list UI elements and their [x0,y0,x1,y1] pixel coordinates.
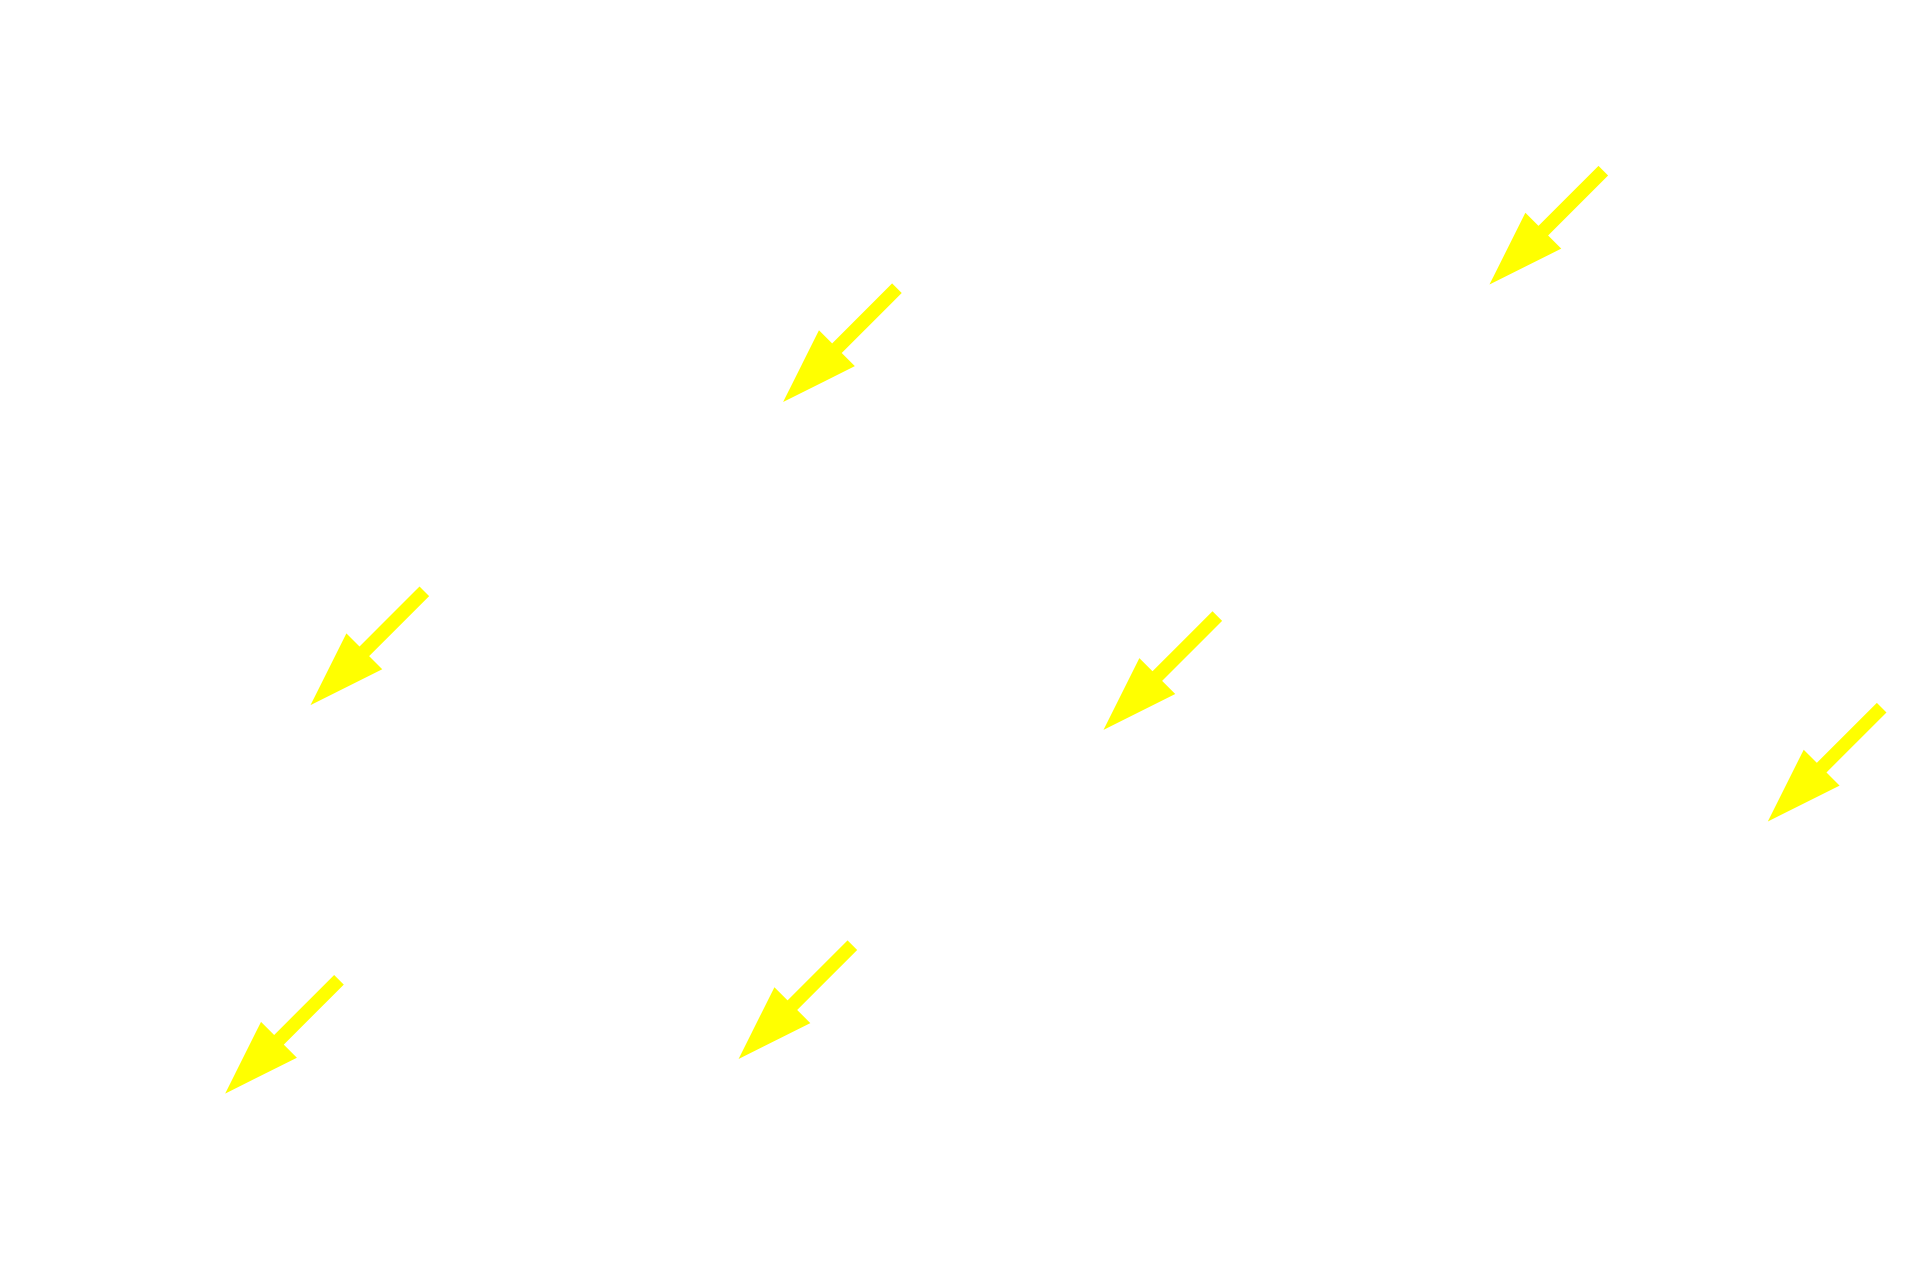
arrow-shaft [775,940,858,1022]
arrow-shaft [347,586,430,668]
arrow-down-left-icon [738,940,858,1059]
arrow-head [1103,658,1176,730]
arrow-down-left-icon [1103,611,1223,730]
arrow-shaft [1526,165,1609,248]
arrow-head [738,987,811,1059]
arrow-shaft [262,974,344,1057]
arrow-head [783,330,855,403]
arrow-head [1767,749,1840,822]
arrow-head [1489,212,1562,285]
arrow-shaft [1140,611,1223,693]
arrow-layer [225,165,1887,1094]
arrow-down-left-icon [1489,165,1609,285]
arrow-head [310,633,383,706]
arrow-down-left-icon [1767,702,1887,822]
arrow-down-left-icon [310,586,430,706]
arrow-shaft [1805,702,1887,785]
arrow-shaft [820,283,902,365]
arrow-down-left-icon [783,283,902,403]
arrow-down-left-icon [225,974,344,1094]
arrow-head [225,1021,297,1094]
